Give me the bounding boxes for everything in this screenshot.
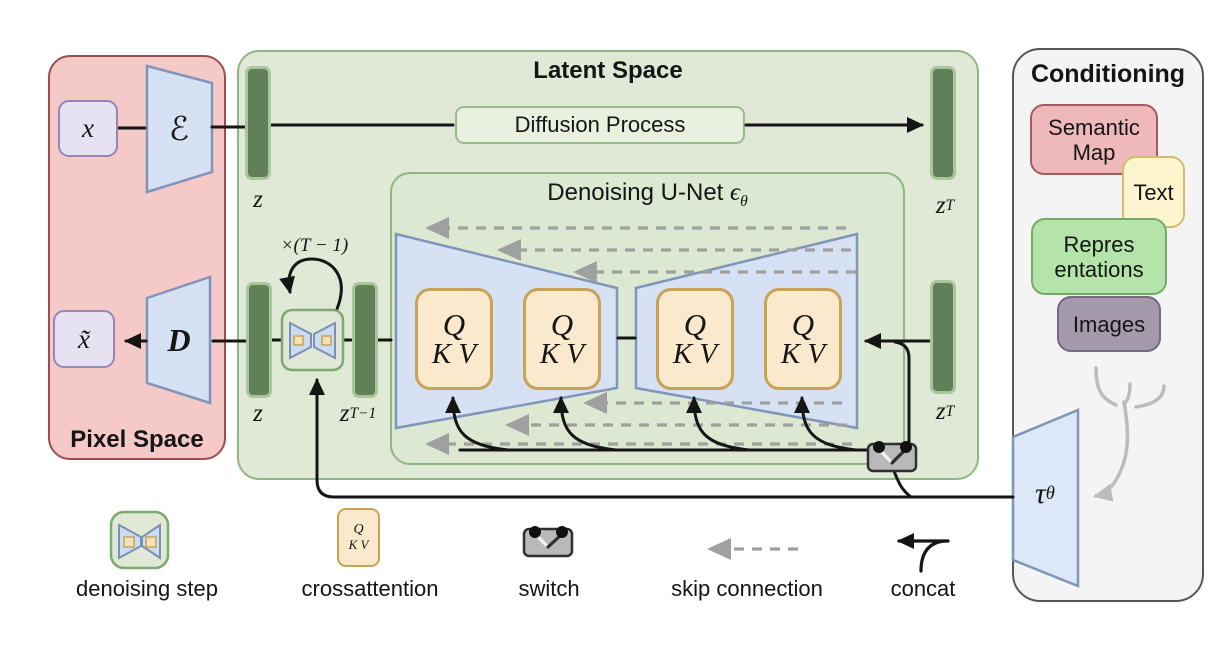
decoder-trapezoid (145, 275, 212, 405)
unet-title-text: Denoising U-Net (547, 179, 724, 206)
zTm1-base: z (339, 400, 350, 427)
cross-attention-block-4: Q K V (764, 288, 842, 390)
switch-tap-line (892, 469, 913, 499)
switch-terminal-dot (900, 441, 912, 453)
loop-T-1-arrow (279, 257, 343, 311)
legend-crossattention-label: crossattention (301, 576, 439, 601)
z-bar-bottom (246, 282, 272, 398)
zT-sub: T (945, 197, 955, 214)
legend-denoising-icon (109, 510, 170, 570)
diffusion-process-box: Diffusion Process (455, 106, 745, 144)
x-label: x (82, 113, 94, 143)
kv-label: K V (431, 338, 477, 370)
epsilon-subscript: θ (740, 193, 748, 210)
denoise-square (321, 335, 332, 346)
zTm1-bar (352, 282, 378, 398)
semantic-map-line1: Semantic (1048, 114, 1140, 140)
epsilon-symbol: ϵ (730, 179, 741, 206)
encoder-trapezoid (145, 64, 214, 194)
switch-to-unet-line (893, 340, 911, 447)
switch-component (866, 441, 918, 473)
zT-right-sub: T (945, 403, 955, 420)
diffusion-process-label: Diffusion Process (514, 112, 686, 137)
legend-denoise-square (145, 536, 157, 548)
representations-line2: entations (1054, 256, 1144, 282)
legend-switch-dot (556, 526, 568, 538)
q-label: Q (550, 307, 574, 342)
legend-concat-icon (897, 533, 950, 573)
legend-concat-label: concat (890, 576, 956, 601)
pixel-space-title: Pixel Space (70, 426, 204, 453)
q-label: Q (791, 307, 815, 342)
loop-count-label: ×(T − 1) (280, 235, 349, 256)
cross-attention-block-3: Q K V (656, 288, 734, 390)
concat-arrow-qkv1 (445, 396, 510, 452)
concat-arrow-qkv4 (794, 396, 858, 452)
legend-concat-branch (919, 539, 946, 573)
decoder-label: D (167, 321, 191, 358)
x-tilde-output-box: x̃ (53, 310, 115, 368)
z-bar-top (245, 66, 271, 180)
kv-label: K V (672, 338, 718, 370)
cross-attention-block-2: Q K V (523, 288, 601, 390)
encoder-label: ℰ (169, 108, 189, 148)
latent-space-title: Latent Space (533, 57, 683, 84)
switch-lever-dark (890, 448, 907, 465)
legend-q-label: Q (353, 522, 364, 538)
branch-right (1134, 384, 1166, 409)
tau-to-denoise-arrow (309, 378, 1015, 499)
switch-terminal-dot (873, 441, 885, 453)
legend-denoise-square (123, 536, 135, 548)
legend-switch-icon (522, 526, 574, 558)
images-label: Images (1072, 311, 1146, 337)
semantic-map-line2: Map (1072, 139, 1116, 165)
q-label: Q (442, 307, 466, 342)
legend-skip-label: skip connection (671, 576, 823, 601)
z-top-label: z (253, 186, 263, 213)
branch-left (1094, 366, 1118, 407)
legend-switch-dot (529, 526, 541, 538)
kv-label: K V (780, 338, 826, 370)
legend-kv-label: K V (348, 537, 369, 553)
z-bottom-label: z (253, 400, 263, 427)
text-conditioning-box: Text (1122, 156, 1185, 228)
zT-right-base: z (935, 398, 946, 425)
zT-bar-top (930, 66, 956, 180)
concat-arrow-qkv2 (553, 396, 618, 452)
representations-line1: Repres (1063, 231, 1135, 257)
unet-title: Denoising U-Net ϵθ (390, 179, 905, 211)
text-label: Text (1133, 179, 1174, 205)
x-tilde-label: x̃ (78, 323, 90, 354)
denoising-step-icon (280, 308, 345, 372)
conditioning-title: Conditioning (1030, 60, 1186, 88)
images-box: Images (1057, 296, 1161, 352)
legend-switch-label: switch (518, 576, 580, 601)
zT-base: z (935, 192, 946, 219)
concat-arrow-qkv3 (686, 396, 751, 452)
legend-denoising-label: denoising step (76, 576, 218, 601)
tau-symbol: τ (1035, 477, 1046, 510)
tau-subscript: θ (1045, 483, 1055, 504)
zT-bar-right (930, 280, 956, 394)
branch-stem-arrow (1093, 400, 1130, 502)
cross-attention-block-1: Q K V (415, 288, 493, 390)
x-input-box: x (58, 100, 118, 157)
zTm1-sub: T−1 (349, 405, 377, 422)
denoise-square (293, 335, 304, 346)
legend-crossattention-icon: Q K V (337, 508, 380, 567)
kv-label: K V (539, 338, 585, 370)
tau-encoder-trapezoid (1011, 408, 1080, 588)
q-label: Q (683, 307, 707, 342)
